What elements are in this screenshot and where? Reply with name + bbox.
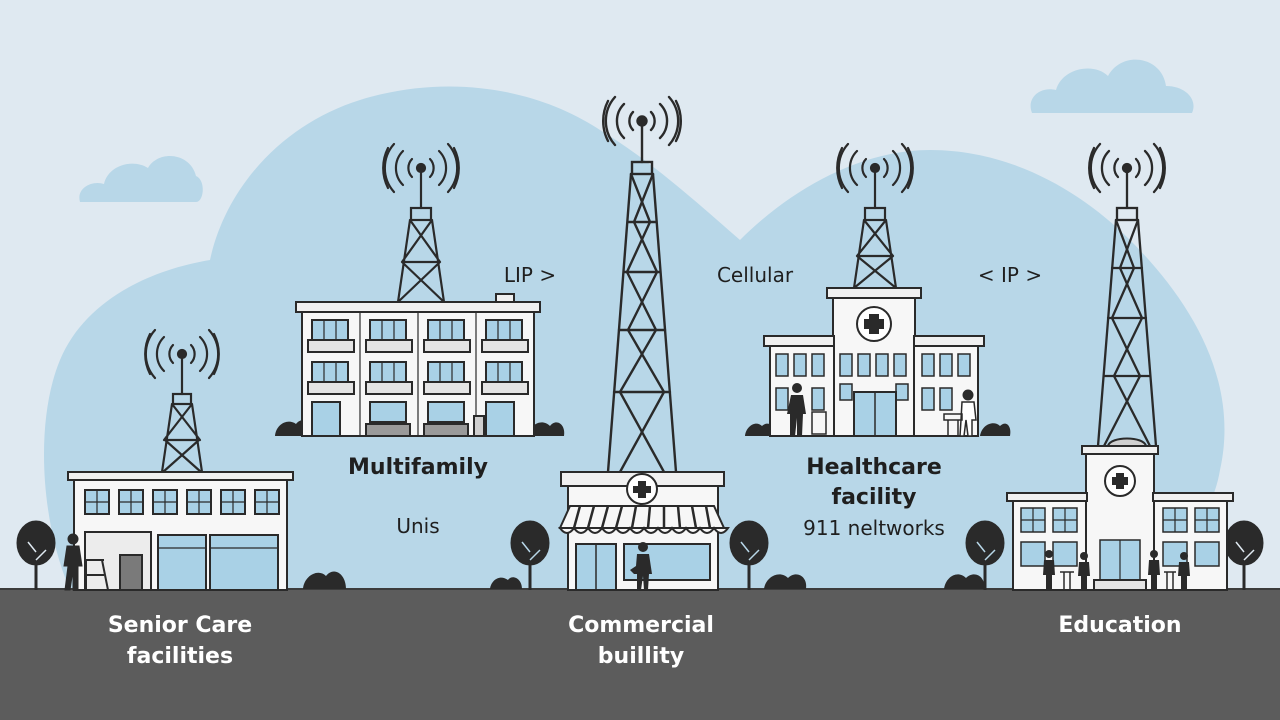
building-education	[1006, 437, 1234, 591]
antenna-tower-education	[1088, 142, 1166, 448]
antenna-tower-healthcare	[836, 142, 914, 290]
bushes	[275, 420, 1011, 589]
trees	[16, 520, 1264, 590]
nurse-figure	[943, 389, 977, 437]
label-ip: < IP >	[977, 263, 1043, 287]
students	[1043, 550, 1190, 590]
label-units: Unis	[396, 514, 440, 538]
label-healthcare-line2: facility	[831, 485, 917, 510]
tree	[965, 520, 1005, 590]
building-multifamily	[295, 293, 541, 437]
label-networks: 911 neltworks	[803, 516, 945, 540]
label-cellular: Cellular	[716, 263, 794, 287]
tree	[729, 520, 769, 590]
label-senior-line2: facilities	[126, 644, 234, 669]
building-healthcare	[763, 287, 985, 437]
shop-person	[630, 542, 652, 590]
antenna-tower-commercial	[601, 95, 683, 474]
antenna-tower-senior	[144, 328, 220, 474]
building-senior-care	[67, 471, 294, 591]
label-commercial: Commercial buillity	[541, 610, 741, 672]
label-healthcare-line1: Healthcare	[806, 455, 942, 480]
label-healthcare: Healthcare facility	[774, 453, 974, 513]
label-multifamily: Multifamily	[348, 455, 488, 480]
cloud-left	[79, 156, 203, 202]
person-with-walker	[63, 533, 109, 591]
background-blob	[43, 86, 1225, 590]
tree	[16, 520, 56, 590]
ground	[0, 589, 1280, 720]
label-education: Education	[1058, 613, 1182, 638]
label-commercial-line1: Commercial	[568, 613, 714, 638]
label-lip: LIP >	[503, 263, 557, 287]
label-senior-line1: Senior Care	[107, 613, 253, 638]
cloud-right	[1030, 59, 1194, 113]
tree	[510, 520, 550, 590]
doctor-figure	[787, 383, 827, 436]
tree	[1224, 520, 1264, 590]
label-senior-care: Senior Care facilities	[80, 610, 280, 672]
antenna-tower-multifamily	[382, 142, 460, 304]
label-commercial-line2: buillity	[597, 644, 685, 669]
